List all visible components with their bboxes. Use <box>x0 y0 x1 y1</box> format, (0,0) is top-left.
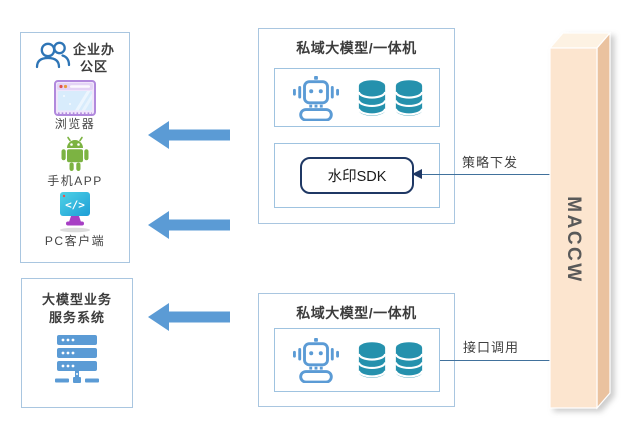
policy-push-label: 策略下发 <box>462 155 519 170</box>
office-title-line2: 公区 <box>79 58 108 74</box>
enterprise-office-box: 企业办 公区 浏览器 <box>20 32 130 263</box>
pc-client-label: PC客户端 <box>44 233 106 248</box>
llm-title-line1: 大模型业务 <box>41 292 112 307</box>
android-icon <box>61 136 89 171</box>
policy-push-line <box>421 174 550 175</box>
database-icon <box>357 342 387 378</box>
watermark-sdk-box: 水印SDK <box>300 157 414 194</box>
office-title-line1: 企业办 <box>72 42 115 57</box>
svg-text:</>: </> <box>65 198 85 211</box>
private-llm-top-title: 私域大模型/一体机 <box>296 40 417 56</box>
private-llm-appliance-bottom-box: 私域大模型/一体机 <box>258 293 455 407</box>
api-call-line <box>440 360 550 361</box>
llm-business-system-title: 大模型业务 服务系统 <box>42 291 112 326</box>
private-llm-bottom-title: 私域大模型/一体机 <box>296 305 417 321</box>
llm-machine-box <box>274 68 440 127</box>
maccw-label: MACCW <box>563 196 584 284</box>
llm-title-line2: 服务系统 <box>48 309 105 325</box>
robot-icon <box>293 75 339 121</box>
api-call-label: 接口调用 <box>463 340 520 355</box>
database-icon <box>357 79 387 116</box>
browser-icon <box>54 79 96 116</box>
flow-arrow-pc-client <box>148 211 230 239</box>
database-icon <box>394 79 424 116</box>
database-icon <box>394 342 424 378</box>
server-icon <box>55 335 99 384</box>
policy-arrowhead-icon <box>412 169 422 179</box>
database-group <box>357 340 424 380</box>
browser-label: 浏览器 <box>54 116 96 131</box>
enterprise-office-title: 企业办 公区 <box>73 42 115 76</box>
maccw-tower <box>548 31 612 410</box>
users-icon <box>35 41 71 69</box>
robot-icon <box>293 337 339 383</box>
flow-arrow-browser <box>148 121 230 149</box>
llm-business-system-box: 大模型业务 服务系统 <box>21 278 133 408</box>
enterprise-office-header: 企业办 公区 <box>35 39 115 76</box>
pc-client-icon: </> <box>60 191 90 233</box>
watermark-sdk-container: 水印SDK <box>274 143 440 208</box>
private-llm-appliance-top-box: 私域大模型/一体机 <box>258 28 455 224</box>
database-group <box>357 78 424 118</box>
flow-arrow-business-system <box>148 303 230 331</box>
mobile-app-label: 手机APP <box>47 173 103 188</box>
llm-machine-box <box>274 328 440 392</box>
